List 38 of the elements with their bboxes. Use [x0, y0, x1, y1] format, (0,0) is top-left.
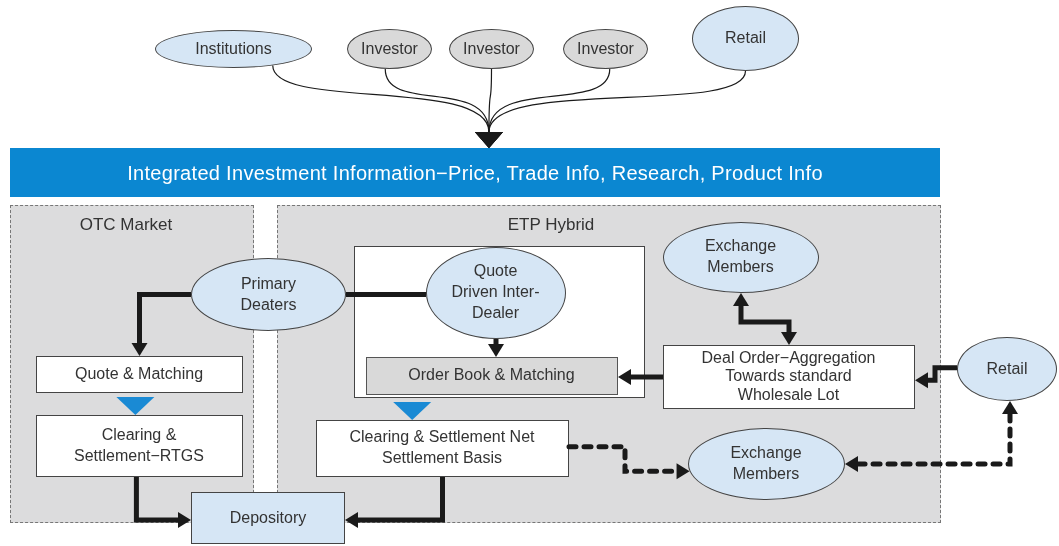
connector-line: [346, 292, 426, 297]
process-box: [662, 344, 915, 409]
node-label: Investor: [577, 38, 634, 59]
node-label: Clearing & Settlement−RTGS: [73, 424, 205, 466]
process-box: [35, 414, 243, 477]
panel-title: ETP Hybrid: [507, 214, 595, 236]
panel-title: OTC Market: [79, 214, 173, 236]
arrow: [915, 365, 958, 389]
arrow: [133, 477, 191, 529]
arrow: [618, 369, 663, 385]
banner: [10, 148, 940, 197]
node-label: Primary Deaters: [239, 273, 298, 315]
node-label: Institutions: [195, 38, 272, 59]
node-label: Deal Order−Aggregation Towards standard Wholesale Lot: [700, 348, 877, 405]
arrow: [345, 477, 445, 529]
process-box: [365, 356, 618, 395]
node-label: Order Book & Matching: [408, 365, 575, 386]
dashed-arrow: [566, 444, 690, 480]
node-label: Investor: [463, 38, 520, 59]
arrow: [733, 293, 797, 345]
dashed-arrow: [845, 400, 1018, 472]
node-label: Retail: [986, 358, 1028, 379]
process-box: [315, 419, 569, 477]
node-label: Integrated Investment Information−Price, Trade Info, Research, Product Info: [127, 160, 823, 186]
node-label: Investor: [361, 38, 418, 59]
node-label: Quote & Matching: [74, 363, 204, 384]
process-box: [191, 492, 345, 544]
arrow: [488, 339, 504, 357]
arrow: [476, 70, 747, 147]
node-label: Retail: [725, 28, 766, 49]
frame-box: [353, 245, 645, 398]
node-label: Quote Driven Inter-Dealer: [450, 261, 541, 323]
node-label: Exchange Members: [729, 442, 803, 484]
process-box: [35, 355, 243, 393]
node-label: Exchange Members: [703, 236, 778, 277]
arrow: [131, 292, 191, 356]
node-label: Clearing & Settlement Net Settlement Basis: [348, 427, 536, 468]
node-label: Depository: [229, 507, 307, 528]
